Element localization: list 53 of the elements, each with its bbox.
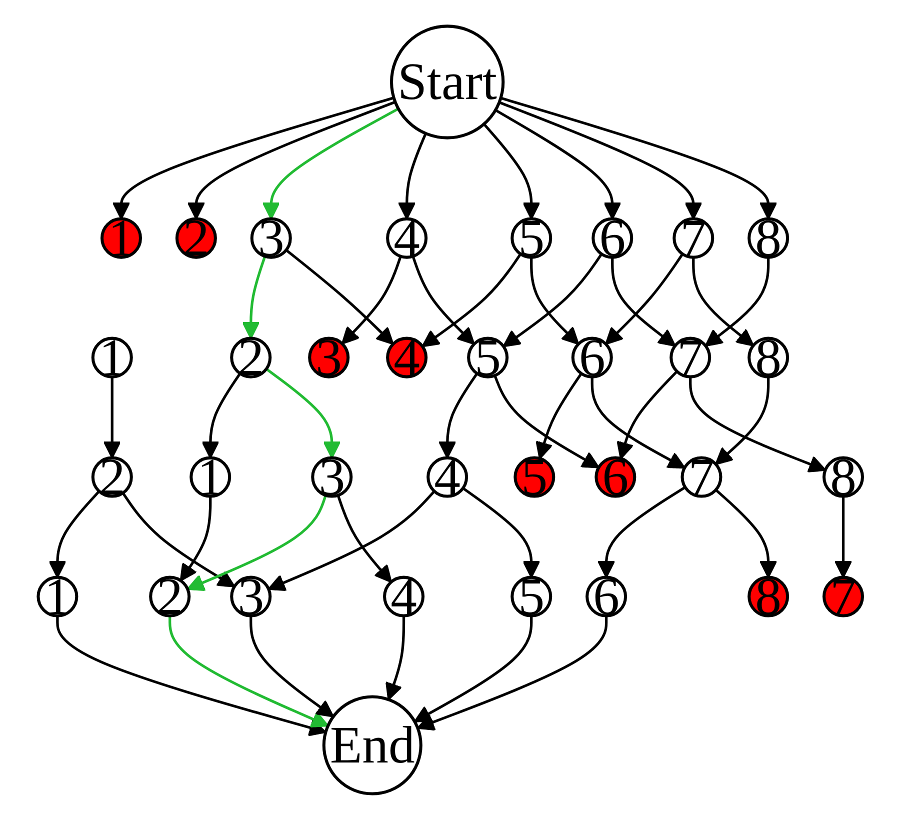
node-circle: End [322, 695, 422, 796]
arrow [493, 375, 600, 468]
node-circle: 1 [36, 576, 78, 618]
arrow [714, 376, 770, 466]
arrow [616, 370, 678, 460]
node-circle: 5 [513, 456, 555, 498]
node-circle: 3 [308, 336, 350, 378]
node-circle: 8 [747, 217, 789, 259]
node-circle: 5 [510, 576, 552, 618]
arrow [604, 253, 684, 345]
arrow [284, 249, 394, 345]
node-circle: 1 [189, 456, 231, 498]
arrow [502, 253, 602, 348]
node-circle: Start [390, 24, 504, 140]
node-circle: 5 [466, 336, 508, 378]
arrow [168, 616, 328, 728]
node-circle: 8 [822, 456, 864, 498]
arrow [121, 492, 235, 588]
arrow [385, 616, 405, 700]
node-circle: 3 [250, 217, 292, 259]
arrow [704, 257, 770, 347]
arrow [411, 256, 475, 345]
arrow [414, 616, 532, 722]
arrow [416, 616, 608, 731]
node-circle: 4 [386, 336, 428, 378]
arrow [336, 494, 392, 583]
node-circle: 6 [585, 576, 627, 618]
arrow [590, 376, 686, 469]
arrow [692, 257, 754, 346]
arrow [249, 616, 334, 718]
arrow [688, 376, 826, 472]
node-circle: 6 [571, 336, 613, 378]
node-circle: 8 [747, 576, 789, 618]
node-circle: 5 [510, 217, 552, 259]
node-circle: 4 [426, 456, 468, 498]
arrow [610, 257, 676, 347]
arrow [530, 257, 579, 345]
arrow [186, 494, 327, 592]
arrow [179, 496, 212, 582]
node-circle: 6 [591, 217, 633, 259]
node-circle: 8 [747, 336, 789, 378]
arrow [341, 256, 402, 345]
node-circle: 3 [310, 456, 352, 498]
node-circle: 4 [382, 576, 424, 618]
arrow [421, 253, 522, 348]
arrow [535, 372, 582, 460]
node-circle: 4 [386, 217, 428, 259]
arrow [56, 616, 326, 736]
node-circle: 3 [230, 576, 272, 618]
arrow [267, 490, 435, 592]
node-circle: 6 [594, 456, 636, 498]
node-circle: 1 [100, 217, 142, 259]
node-circle: 1 [91, 336, 133, 378]
